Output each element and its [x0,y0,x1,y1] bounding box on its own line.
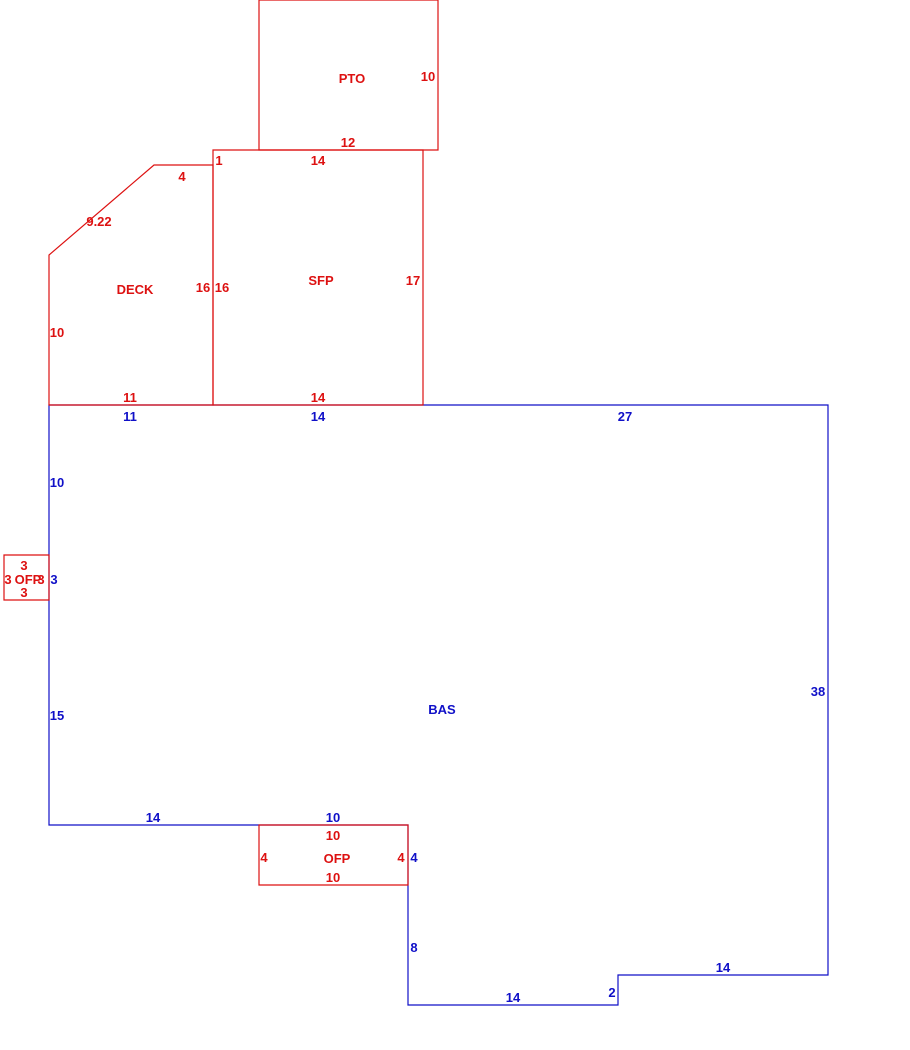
deck-dim-top: 4 [178,169,186,184]
sfp-label: SFP [308,273,334,288]
pto-dim-bottom: 12 [341,135,355,150]
pto-outline [258,0,439,151]
small-ofp-dim-right: 3 [37,572,44,587]
sfp-dim-left: 16 [215,280,229,295]
bas-dim-left-2: 3 [50,572,57,587]
ofp-dim-left: 4 [260,850,268,865]
small-ofp-dim-left: 3 [4,572,11,587]
sfp-dim-right: 17 [406,273,420,288]
deck-outline [48,164,214,406]
bas-dim-bottom-left: 14 [146,810,161,825]
pto-label: PTO [339,71,366,86]
deck-dim-left: 10 [50,325,64,340]
deck-label: DECK [117,282,154,297]
deck-dim-bottom: 11 [123,390,137,405]
bas-dim-right: 38 [811,684,825,699]
ofp-dim-bottom: 10 [326,870,340,885]
bas-dim-top-2: 14 [311,409,326,424]
bas-dim-left-3: 15 [50,708,64,723]
bas-dim-top-1: 11 [123,409,137,424]
deck-dim-diagonal: 9.22 [86,214,111,229]
bas-dim-bottom-right: 14 [716,960,731,975]
bas-dim-step: 2 [608,985,615,1000]
small-ofp-dim-bottom: 3 [20,585,27,600]
small-ofp-dim-top: 3 [20,558,27,573]
sfp-dim-topleft: 1 [215,153,222,168]
deck-dim-right: 16 [196,280,210,295]
ofp-dim-top: 10 [326,828,340,843]
sfp-dim-bottom: 14 [311,390,326,405]
sfp-dim-top: 14 [311,153,326,168]
ofp-label: OFP [324,851,351,866]
bas-dim-top-3: 27 [618,409,632,424]
ofp-dim-right: 4 [397,850,405,865]
bas-outline [48,404,829,1006]
bas-label: BAS [428,702,456,717]
small-ofp-label: OFP [15,572,42,587]
pto-dim-right: 10 [421,69,435,84]
ofp-outline [258,824,409,886]
small-ofp-outline [3,554,50,601]
bas-dim-left-1: 10 [50,475,64,490]
bas-dim-notch-lower: 8 [410,940,417,955]
bas-dim-notch-upper: 4 [410,850,418,865]
bas-dim-bottom: 14 [506,990,521,1005]
bas-dim-bottom-mid: 10 [326,810,340,825]
